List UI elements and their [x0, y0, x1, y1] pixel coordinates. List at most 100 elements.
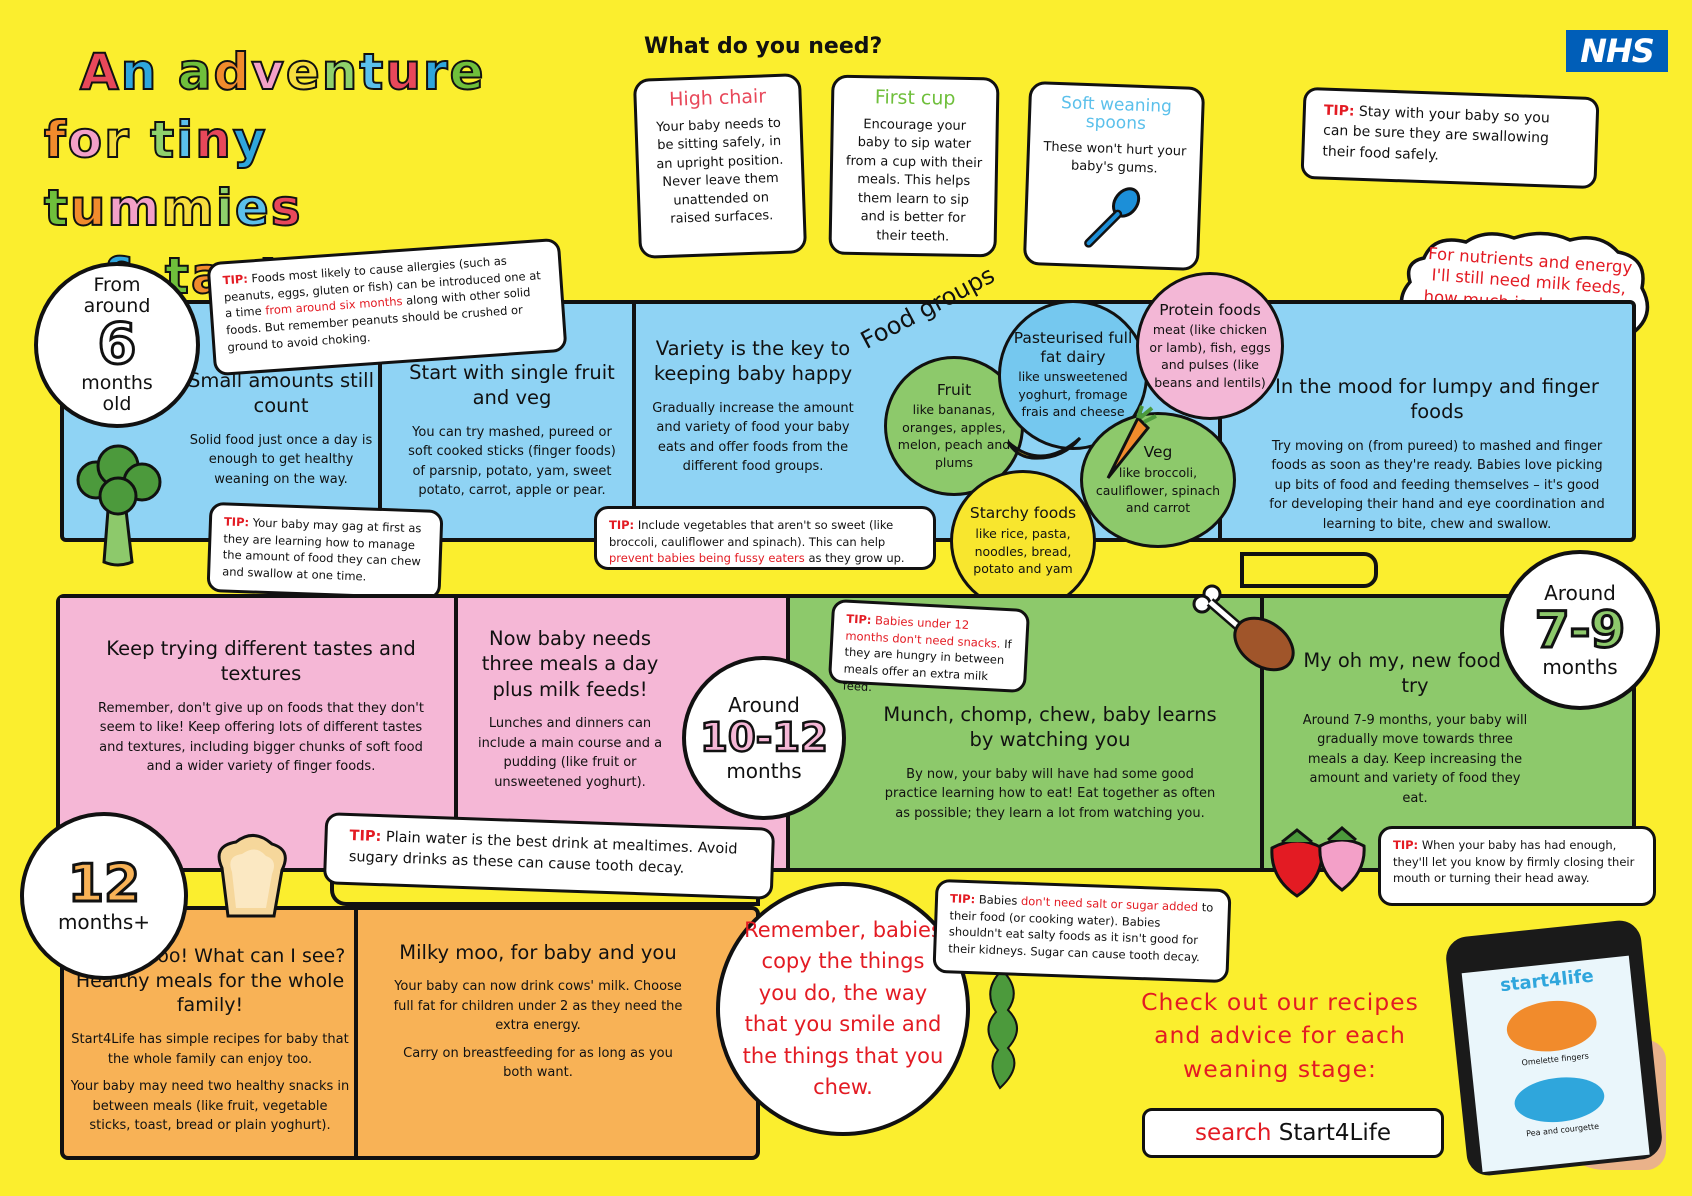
search-start4life-box[interactable]: search Start4Life — [1142, 1108, 1444, 1158]
title-letter: a — [177, 42, 214, 102]
age-badge-top: From around — [83, 274, 151, 318]
band-divider — [354, 906, 358, 1160]
panel-variety: Variety is the key to keeping baby happy… — [648, 336, 858, 485]
tip-label: TIP: — [949, 891, 976, 907]
title-letter: t — [43, 178, 70, 238]
panel-text: Start4Life has simple recipes for baby t… — [71, 1032, 349, 1067]
need-heading: What do you need? — [644, 34, 883, 59]
title-letter: e — [234, 178, 271, 238]
age-badge-number: 12 — [66, 854, 141, 914]
title-line-2: for tiny tummies — [43, 106, 540, 242]
banana-icon — [1006, 436, 1082, 460]
title-letter: n — [120, 42, 159, 102]
age-badge-10-12-months: Around 10-12 months — [682, 656, 846, 820]
need-card-high-chair: High chair Your baby needs to be sitting… — [632, 73, 808, 259]
tip-label: TIP: — [223, 514, 250, 530]
age-badge-number: 10-12 — [699, 715, 829, 761]
food-group-name: Veg — [1143, 443, 1173, 462]
phone-mockup: start4life Omelette fingers Pea and cour… — [1443, 918, 1665, 1178]
panel-text: Gradually increase the amount and variet… — [652, 400, 854, 475]
spoon-icon — [1084, 186, 1141, 248]
toast-icon — [217, 834, 287, 918]
band-divider — [454, 596, 458, 870]
tip-label: TIP: — [1393, 838, 1419, 852]
title-letter: f — [43, 110, 68, 170]
tip-text: Stay with your baby so you can be sure t… — [1322, 103, 1551, 164]
title-letter: e — [449, 42, 486, 102]
food-group-text: like broccoli, cauliflower, spinach and … — [1095, 465, 1221, 516]
panel-text: You can try mashed, pureed or soft cooke… — [408, 424, 616, 499]
tip-snacks: TIP: Babies under 12 months don't need s… — [827, 598, 1031, 694]
title-letter: t — [149, 110, 177, 170]
age-badge-bottom: months — [726, 759, 802, 783]
food-group-text: like rice, pasta, noodles, bread, potato… — [973, 526, 1073, 577]
panel-text: Lunches and dinners can include a main c… — [477, 716, 663, 790]
title-letter: d — [212, 42, 252, 102]
tip-had-enough: TIP: When your baby has had enough, they… — [1378, 826, 1656, 906]
age-badge-top: Around — [728, 693, 800, 717]
remember-text: Remember, babies copy the things you do,… — [742, 917, 944, 1100]
need-card-title: High chair — [668, 85, 767, 111]
tip-stay-with-baby: TIP: Stay with your baby so you can be s… — [1300, 86, 1600, 190]
panel-small-amounts: Small amounts still count Solid food jus… — [186, 368, 376, 497]
tip-highlight: prevent babies being fussy eaters — [609, 551, 805, 566]
panel-text: By now, your baby will have had some goo… — [884, 766, 1216, 821]
title-letter: u — [384, 42, 423, 102]
panel-text: Remember, don't give up on foods that th… — [98, 700, 424, 775]
broccoli-icon — [76, 444, 162, 567]
need-card-spoons: Soft weaning spoons These won't hurt you… — [1022, 80, 1206, 272]
panel-text: Solid food just once a day is enough to … — [189, 432, 373, 487]
title-letter: A — [79, 42, 121, 102]
panel-munch: Munch, chomp, chew, baby learns by watch… — [880, 702, 1220, 831]
need-card-first-cup: First cup Encourage your baby to sip wat… — [828, 74, 1000, 258]
nhs-logo-text: NHS — [1580, 32, 1655, 70]
food-group-text: like unsweetened yoghurt, fromage frais … — [1018, 369, 1128, 420]
food-group-name: Fruit — [936, 380, 972, 399]
need-card-title: Soft weaning spoons — [1060, 93, 1173, 134]
panel-lumpy-foods: In the mood for lumpy and finger foods T… — [1264, 374, 1610, 542]
tip-vegetables: TIP: Include vegetables that aren't so s… — [594, 506, 936, 570]
phone-plate-pea — [1512, 1073, 1607, 1127]
age-badge-number: 7-9 — [1533, 601, 1626, 659]
band-six-months — [60, 300, 1636, 542]
title-letter: i — [175, 110, 196, 170]
title-letter: s — [270, 178, 303, 238]
title-letter: m — [107, 178, 162, 238]
tip-salt-sugar: TIP: Babies don't need salt or sugar add… — [932, 878, 1232, 984]
band-divider — [1218, 300, 1222, 542]
need-card-text: Encourage your baby to sip water from a … — [845, 117, 983, 245]
age-badge-7-9-months: Around 7-9 months — [1500, 550, 1660, 710]
food-group-name: Protein foods — [1159, 300, 1261, 319]
phone-brand: start4life — [1499, 965, 1595, 997]
leaf-icon — [987, 970, 1018, 1090]
panel-text: Your baby can now drink cows' milk. Choo… — [393, 979, 683, 1034]
title-letter: y — [232, 110, 268, 170]
title-letter: i — [215, 178, 235, 238]
age-badge-12-months-plus: 12 months+ — [20, 812, 188, 980]
panel-text: Your baby may need two healthy snacks in… — [70, 1079, 350, 1134]
panel-title: Keep trying different tastes and texture… — [106, 637, 416, 686]
title-letter: r — [103, 110, 131, 170]
food-group-starchy: Starchy foods like rice, pasta, noodles,… — [950, 470, 1096, 612]
title-letter: n — [321, 42, 360, 102]
food-group-protein: Protein foods meat (like chicken or lamb… — [1136, 272, 1284, 420]
panel-title: Small amounts still count — [187, 369, 374, 418]
need-card-text: Your baby needs to be sitting safely, in… — [656, 115, 784, 227]
age-badge-top: Around — [1544, 581, 1616, 605]
food-group-text: meat (like chicken or lamb), fish, eggs … — [1149, 322, 1271, 390]
title-letter: m — [161, 178, 216, 238]
age-badge-bottom: months+ — [57, 910, 151, 934]
panel-title: Start with single fruit and veg — [409, 361, 615, 410]
tip-label: TIP: — [845, 611, 872, 627]
title-letter: o — [67, 110, 105, 170]
tip-text: as they grow up. — [808, 551, 905, 566]
tip-text: Babies — [978, 892, 1018, 908]
band-divider — [632, 300, 636, 542]
tip-text: Your baby may gag at first as they are l… — [221, 515, 422, 584]
panel-text: Try moving on (from pureed) to mashed an… — [1269, 438, 1605, 532]
tip-label: TIP: — [222, 271, 249, 288]
age-badge-bottom: months — [1542, 655, 1618, 679]
tip-label: TIP: — [609, 518, 635, 532]
food-group-veg: Veg like broccoli, cauliflower, spinach … — [1080, 412, 1236, 548]
panel-single-fruit-veg: Start with single fruit and veg You can … — [400, 360, 624, 509]
